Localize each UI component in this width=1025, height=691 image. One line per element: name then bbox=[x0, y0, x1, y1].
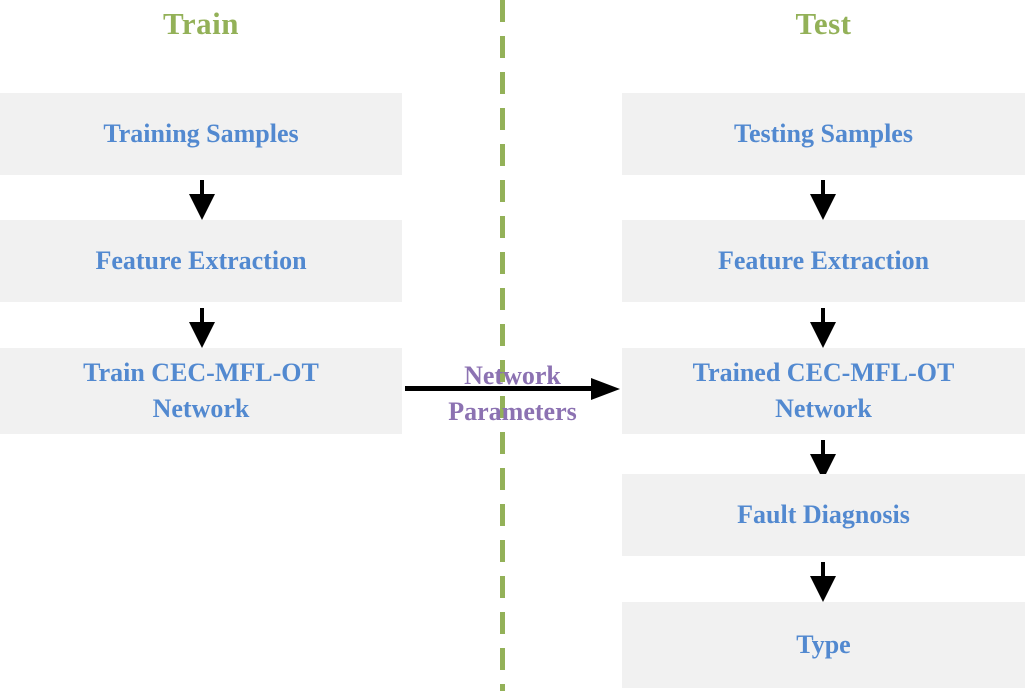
test-step-label-type: Type bbox=[796, 630, 851, 660]
test-step-box-type: Type bbox=[622, 602, 1025, 688]
down-arrow-icon-train-2 bbox=[189, 308, 215, 348]
down-arrow-icon-train-1 bbox=[189, 180, 215, 220]
test-step-label-trained-network: Trained CEC-MFL-OT Network bbox=[692, 358, 955, 423]
train-step-label-feature-extraction: Feature Extraction bbox=[95, 246, 307, 276]
connector-label-network-parameters: Network Parameters bbox=[448, 361, 577, 426]
test-step-box-testing-samples: Testing Samples bbox=[622, 93, 1025, 175]
train-step-box-training-samples: Training Samples bbox=[0, 93, 402, 175]
test-column-heading: Test bbox=[795, 6, 852, 41]
down-arrow-icon-test-1 bbox=[810, 180, 836, 220]
down-arrow-icon-test-4 bbox=[810, 562, 836, 602]
test-step-label-feature-extraction: Feature Extraction bbox=[717, 246, 930, 276]
train-step-label-train-network: Train CEC-MFL-OT Network bbox=[83, 358, 319, 423]
test-step-label-testing-samples: Testing Samples bbox=[734, 119, 913, 149]
column-divider-dashed-line bbox=[500, 0, 505, 691]
test-step-label-fault-diagnosis: Fault Diagnosis bbox=[737, 500, 910, 530]
train-step-box-feature-extraction: Feature Extraction bbox=[0, 220, 402, 302]
train-step-box-train-network: Train CEC-MFL-OT Network bbox=[0, 348, 402, 434]
test-step-box-fault-diagnosis: Fault Diagnosis bbox=[622, 474, 1025, 556]
test-step-box-trained-network: Trained CEC-MFL-OT Network bbox=[622, 348, 1025, 434]
train-step-label-training-samples: Training Samples bbox=[103, 119, 299, 149]
test-step-box-feature-extraction: Feature Extraction bbox=[622, 220, 1025, 302]
train-column-heading: Train bbox=[163, 6, 239, 41]
right-arrow-icon-network-parameters bbox=[405, 378, 620, 400]
down-arrow-icon-test-2 bbox=[810, 308, 836, 348]
down-arrow-icon-test-3 bbox=[810, 440, 836, 480]
